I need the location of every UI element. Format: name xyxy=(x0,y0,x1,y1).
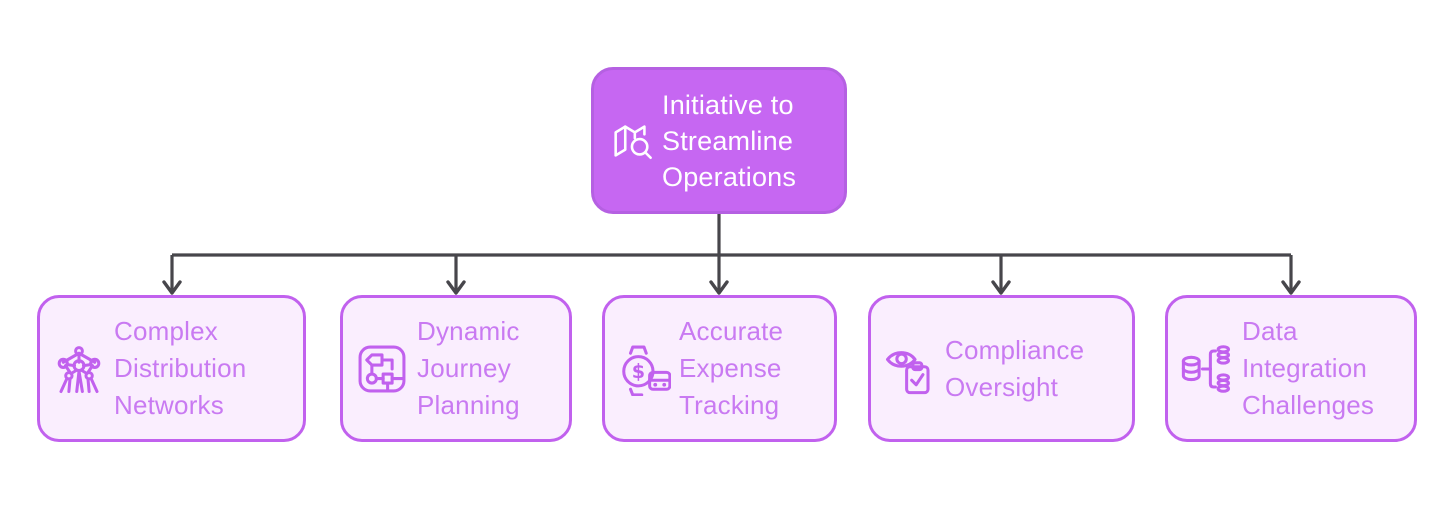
node-line: Journey xyxy=(417,353,511,383)
node-line: Complex xyxy=(114,316,218,346)
map-search-icon xyxy=(608,118,654,164)
database-integration-icon xyxy=(1180,342,1234,396)
node-dynamic-journey-planning: Dynamic Journey Planning xyxy=(340,295,572,442)
route-map-icon xyxy=(355,342,409,396)
expense-watch-icon: $ xyxy=(617,342,671,396)
node-compliance-oversight: Compliance Oversight xyxy=(868,295,1135,442)
node-line: Oversight xyxy=(945,371,1059,402)
node-line: Networks xyxy=(114,390,224,420)
node-line: Tracking xyxy=(679,390,780,420)
node-line: Data xyxy=(1242,316,1298,346)
root-line-3: Operations xyxy=(662,161,797,192)
node-line: Compliance xyxy=(945,334,1085,365)
node-line: Dynamic xyxy=(417,316,520,346)
node-line: Planning xyxy=(417,390,520,420)
node-line: Integration xyxy=(1242,353,1368,383)
node-line: Challenges xyxy=(1242,390,1375,420)
node-label: Dynamic Journey Planning xyxy=(417,313,520,424)
dollar-symbol: $ xyxy=(632,360,645,383)
node-line: Accurate xyxy=(679,316,784,346)
network-nodes-icon xyxy=(52,342,106,396)
node-label: Complex Distribution Networks xyxy=(114,313,246,424)
root-line-1: Initiative to xyxy=(662,89,794,120)
root-node-label: Initiative to Streamline Operations xyxy=(662,87,796,195)
node-label: Compliance Oversight xyxy=(945,332,1084,406)
node-accurate-expense-tracking: $ Accurate Expense Tracking xyxy=(602,295,837,442)
node-label: Data Integration Challenges xyxy=(1242,313,1374,424)
eye-checklist-icon xyxy=(883,342,937,396)
root-node-initiative: Initiative to Streamline Operations xyxy=(591,67,847,214)
node-complex-distribution-networks: Complex Distribution Networks xyxy=(37,295,306,442)
node-label: Accurate Expense Tracking xyxy=(679,313,783,424)
node-line: Distribution xyxy=(114,353,247,383)
node-data-integration-challenges: Data Integration Challenges xyxy=(1165,295,1417,442)
node-line: Expense xyxy=(679,353,782,383)
root-line-2: Streamline xyxy=(662,125,794,156)
